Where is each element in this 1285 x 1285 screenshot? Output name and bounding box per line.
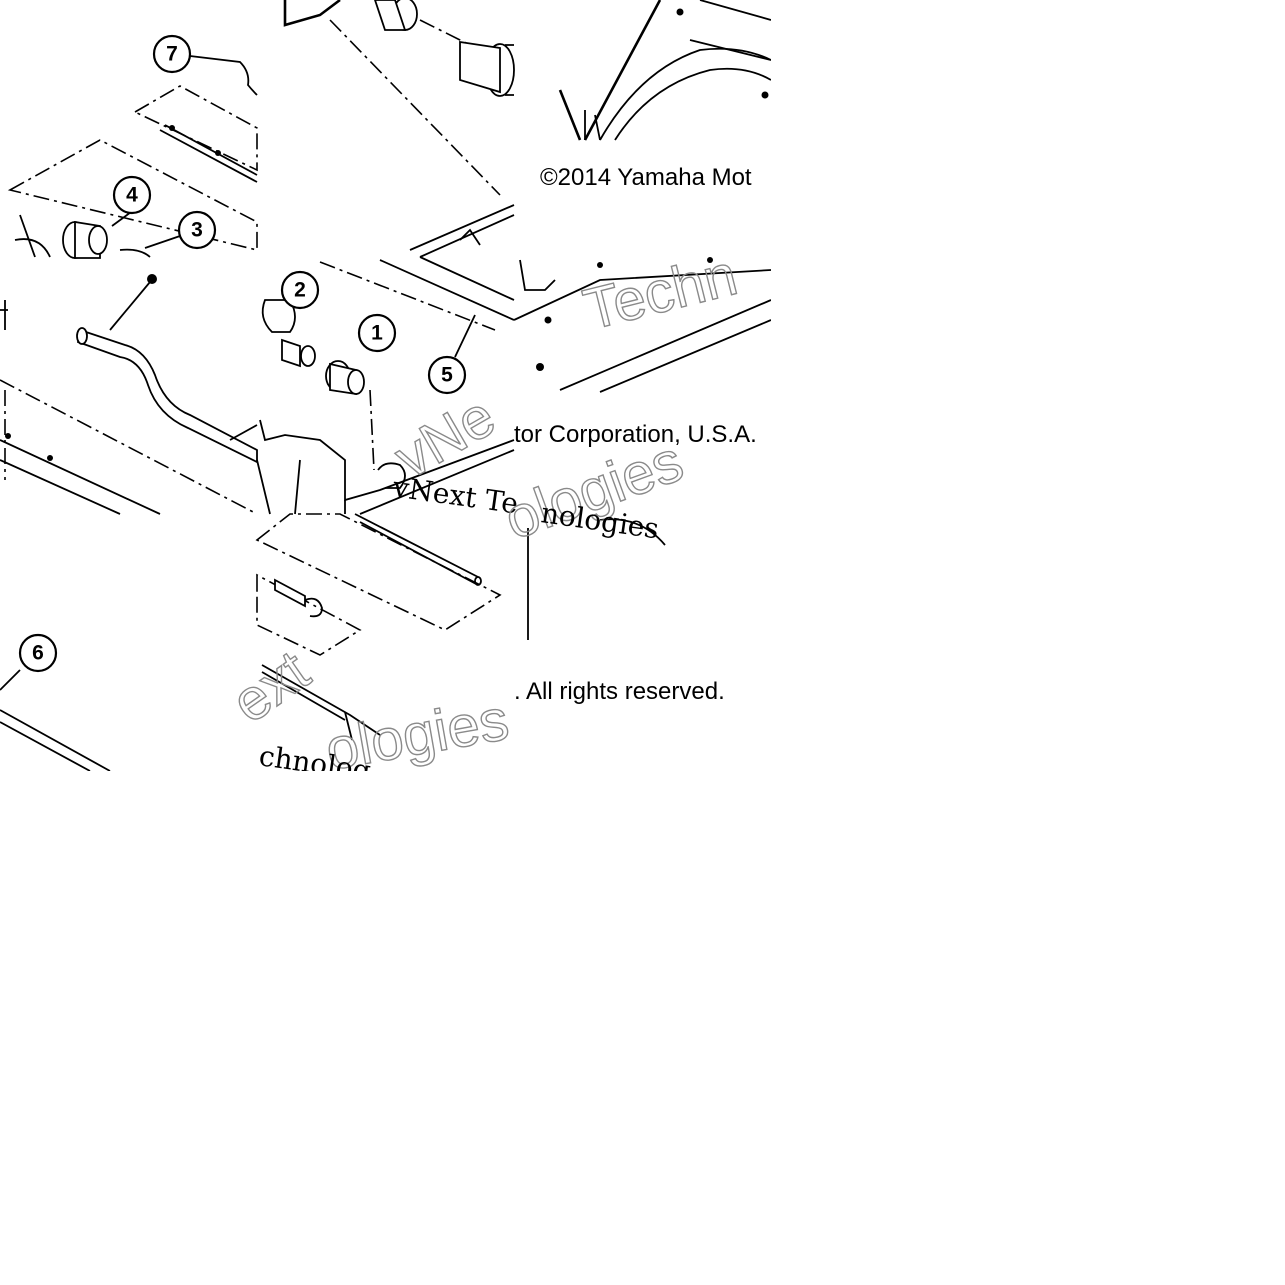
callout-4-number: 4 bbox=[126, 184, 138, 207]
tile-bottom-left bbox=[0, 669, 111, 772]
housing-curve bbox=[599, 47, 772, 141]
housing-top bbox=[689, 0, 772, 61]
housing-tab bbox=[519, 259, 556, 291]
bracket-outline bbox=[259, 419, 515, 502]
rivet bbox=[676, 8, 684, 16]
frame-curve bbox=[599, 518, 666, 546]
spring-arm bbox=[119, 248, 151, 258]
callout-1: 1 bbox=[357, 313, 397, 353]
rivet bbox=[707, 257, 713, 263]
leader-line bbox=[144, 235, 181, 249]
rod-line bbox=[0, 709, 111, 772]
spring-hook bbox=[304, 597, 323, 618]
callout-1-number: 1 bbox=[371, 322, 383, 345]
dashed-box bbox=[7, 139, 258, 252]
dashed-box bbox=[256, 573, 362, 656]
frame-notch bbox=[459, 228, 481, 246]
callout-2-number: 2 bbox=[294, 279, 306, 302]
center-line bbox=[319, 261, 496, 331]
callout-5: 5 bbox=[427, 355, 467, 395]
rivet bbox=[169, 125, 175, 131]
rivet bbox=[47, 455, 53, 461]
rivet bbox=[215, 150, 221, 156]
leader-line bbox=[0, 669, 21, 691]
rod-line bbox=[354, 513, 481, 586]
watermark-outline-1: Techn bbox=[577, 242, 743, 343]
bushing-body bbox=[374, 0, 407, 31]
rod-line bbox=[159, 129, 258, 183]
center-line bbox=[329, 19, 501, 196]
center-line bbox=[369, 389, 375, 471]
rivet bbox=[544, 316, 552, 324]
spring-hook bbox=[377, 462, 406, 489]
pin-flange bbox=[505, 44, 514, 96]
callout-3: 3 bbox=[177, 210, 217, 250]
frame-edge bbox=[229, 424, 258, 441]
tile-middle-left bbox=[0, 274, 258, 515]
housing-edge bbox=[558, 0, 662, 141]
bracket-tab bbox=[344, 711, 353, 741]
housing-curve bbox=[614, 67, 772, 141]
pin-shaft bbox=[459, 40, 501, 94]
center-line bbox=[419, 19, 481, 51]
callout-2: 2 bbox=[280, 270, 320, 310]
tile-middle-right: Techn tor Corporation, U.S.A. bbox=[513, 241, 772, 448]
rivet bbox=[597, 262, 603, 268]
rivet bbox=[5, 433, 11, 439]
rivet bbox=[761, 91, 769, 99]
bracket-outline bbox=[261, 664, 381, 736]
blank-area-bottom bbox=[0, 771, 1285, 1285]
watermark-outline-4: ext bbox=[220, 638, 321, 736]
copyright-text-3: . All rights reserved. bbox=[514, 678, 725, 705]
bracket-edge bbox=[0, 300, 8, 330]
frame-edge bbox=[379, 256, 515, 321]
tile-bottom-right: ologies nologies . All rights reserved. bbox=[496, 428, 725, 705]
rivet bbox=[536, 363, 544, 371]
bracket-leg bbox=[256, 459, 301, 515]
leader-line bbox=[109, 281, 151, 331]
callout-5-number: 5 bbox=[441, 364, 453, 387]
shift-rod bbox=[76, 328, 258, 464]
callout-7-number: 7 bbox=[166, 43, 178, 66]
tile-bottom-middle: ext ologies chnolog bbox=[219, 513, 514, 788]
callout-4: 4 bbox=[112, 175, 152, 215]
housing-tab bbox=[584, 110, 601, 141]
copyright-text-2: tor Corporation, U.S.A. bbox=[514, 421, 757, 448]
dashed-box bbox=[133, 85, 258, 172]
frame-edge bbox=[409, 204, 515, 258]
pin-shaft bbox=[281, 338, 301, 368]
center-line bbox=[0, 379, 258, 515]
copyright-text-1: ©2014 Yamaha Mot bbox=[540, 164, 752, 191]
housing-edge bbox=[513, 269, 772, 321]
rod-line bbox=[164, 124, 258, 176]
bracket-outline bbox=[14, 214, 51, 258]
leader-line bbox=[189, 55, 258, 96]
callout-dot bbox=[147, 274, 157, 284]
tile-top-left bbox=[7, 55, 258, 259]
tile-top-right: ©2014 Yamaha Mot bbox=[540, 0, 772, 191]
frame-edge bbox=[344, 449, 515, 515]
leader-line bbox=[111, 211, 132, 227]
callout-6: 6 bbox=[18, 633, 58, 673]
bushing-end bbox=[347, 369, 365, 395]
callout-6-number: 6 bbox=[32, 642, 44, 665]
frame-edge bbox=[0, 439, 161, 515]
shift-rod-end bbox=[76, 327, 88, 345]
bushing-end bbox=[88, 225, 108, 255]
pin-end bbox=[300, 345, 316, 367]
callout-3-number: 3 bbox=[191, 219, 203, 242]
callout-7: 7 bbox=[152, 34, 192, 74]
leader-line bbox=[454, 314, 476, 358]
dashed-box bbox=[255, 513, 502, 631]
bracket-edge bbox=[283, 0, 341, 27]
frame-edge bbox=[559, 299, 772, 393]
spring-body bbox=[274, 578, 306, 608]
tile-top-middle bbox=[283, 0, 515, 258]
